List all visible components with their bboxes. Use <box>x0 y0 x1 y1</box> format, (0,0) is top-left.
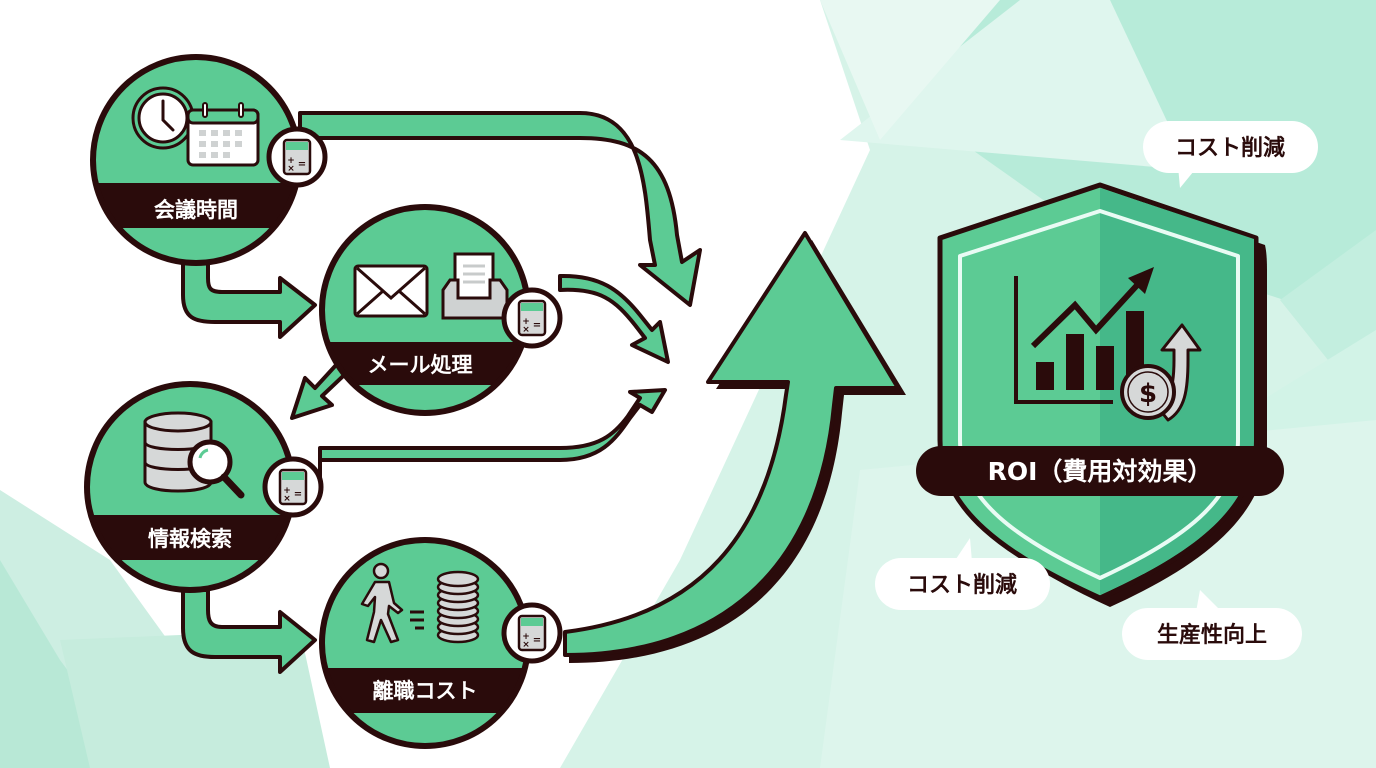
callout-left: コスト削減 <box>875 538 1050 610</box>
arrow-email-to-roi <box>558 273 670 364</box>
node-search-label: 情報検索 <box>148 527 232 551</box>
arrow-meeting-to-roi <box>298 111 702 307</box>
roi-banner: ROI（費用対効果） <box>916 446 1284 496</box>
callout-top-text: コスト削減 <box>1175 136 1285 161</box>
calculator-icon <box>269 129 325 185</box>
callout-left-text: コスト削減 <box>907 573 1017 598</box>
node-turnover[interactable]: 離職コスト <box>310 537 560 749</box>
coin-stack-icon <box>436 570 480 644</box>
growth-chart-icon <box>1014 267 1154 404</box>
arrow-search-to-turnover <box>181 588 317 674</box>
callout-top: コスト削減 <box>1143 121 1318 188</box>
svg-text:$: $ <box>1139 379 1157 409</box>
motion-lines <box>410 610 424 630</box>
calculator-icon <box>504 290 560 346</box>
calculator-icon <box>504 605 560 661</box>
node-meeting[interactable]: 会議時間 <box>80 54 325 266</box>
node-search[interactable]: 情報検索 <box>80 381 321 593</box>
node-turnover-label: 離職コスト <box>373 679 478 703</box>
calculator-icon <box>265 459 321 515</box>
callout-bottom: 生産性向上 <box>1122 590 1302 660</box>
arrow-meeting-to-email <box>181 243 317 339</box>
walking-person-icon <box>360 562 404 644</box>
clock-icon <box>131 86 195 150</box>
calendar-icon <box>186 102 260 167</box>
arrow-search-to-roi <box>318 388 667 480</box>
inbox-tray-icon <box>441 252 509 320</box>
callout-bottom-text: 生産性向上 <box>1157 622 1267 648</box>
node-email-label: メール処理 <box>368 353 473 377</box>
roi-title: ROI（費用対効果） <box>988 457 1213 486</box>
envelope-icon <box>353 264 429 318</box>
dollar-coin-icon: $ <box>1120 364 1176 420</box>
node-email[interactable]: メール処理 <box>310 204 560 416</box>
node-meeting-label: 会議時間 <box>154 198 238 222</box>
big-growth-arrow <box>563 231 906 663</box>
magnifier-icon <box>187 439 245 499</box>
roi-shield[interactable]: $ ROI（費用対効果） <box>916 182 1284 607</box>
